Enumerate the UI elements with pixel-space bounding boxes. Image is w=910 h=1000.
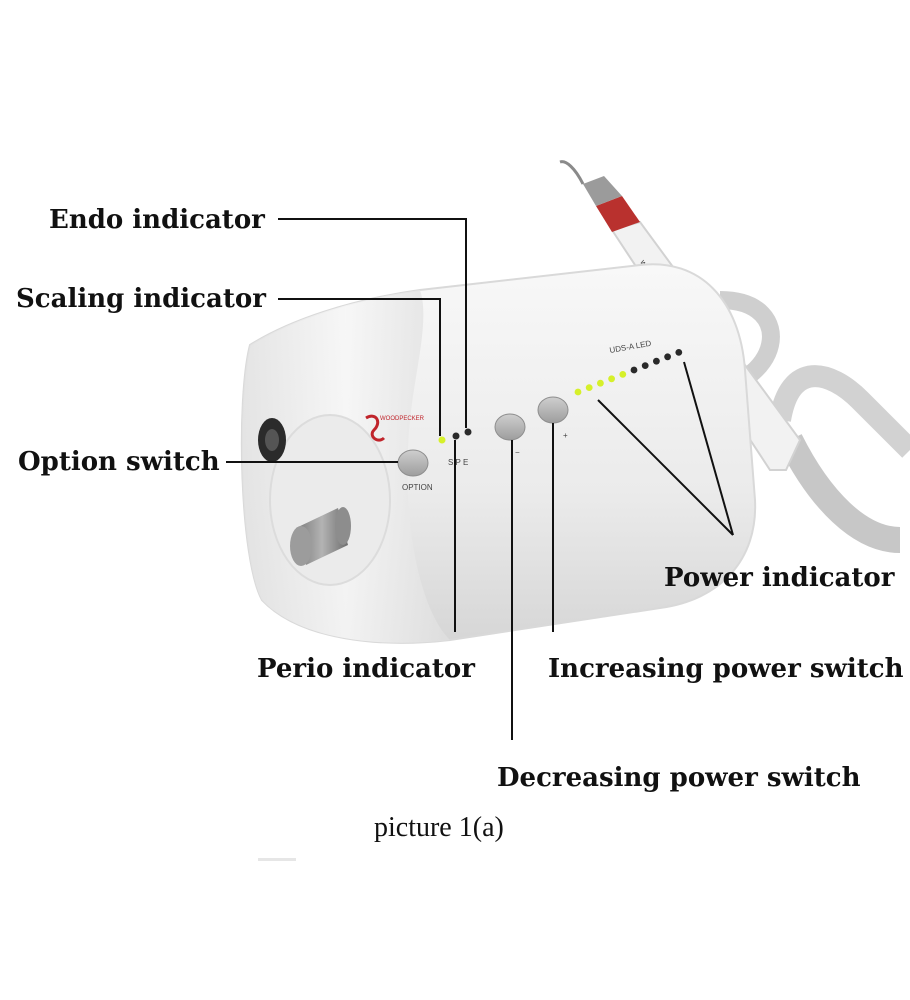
connector-socket <box>258 418 286 462</box>
power-led <box>608 375 615 382</box>
scaling-led <box>439 437 446 444</box>
minus-label: − <box>515 448 520 457</box>
power-led <box>664 353 671 360</box>
power-led <box>619 371 626 378</box>
power-led <box>586 384 593 391</box>
increase-power-button[interactable] <box>538 397 568 423</box>
option-button[interactable] <box>398 450 428 476</box>
power-led <box>597 380 604 387</box>
option-button-label: OPTION <box>402 483 433 492</box>
endo-indicator-label: Endo indicator <box>49 205 265 235</box>
decrease-power-button[interactable] <box>495 414 525 440</box>
perio-led <box>453 433 460 440</box>
power-led <box>675 349 682 356</box>
mode-letters: S P E <box>448 458 468 467</box>
power-led <box>631 367 638 374</box>
power-indicator-label: Power indicator <box>664 563 895 593</box>
power-led <box>653 358 660 365</box>
plus-label: + <box>563 431 568 440</box>
endo-led <box>465 429 472 436</box>
brand-text: WOODPECKER <box>380 416 425 422</box>
power-led <box>575 389 582 396</box>
scaling-indicator-label: Scaling indicator <box>16 284 266 314</box>
figure-caption: picture 1(a) <box>374 812 504 843</box>
faint-mark <box>258 858 296 861</box>
increasing-power-switch-label: Increasing power switch <box>548 654 904 684</box>
option-switch-label: Option switch <box>18 447 220 477</box>
power-led <box>642 362 649 369</box>
decreasing-power-switch-label: Decreasing power switch <box>497 763 861 793</box>
perio-indicator-label: Perio indicator <box>257 654 475 684</box>
